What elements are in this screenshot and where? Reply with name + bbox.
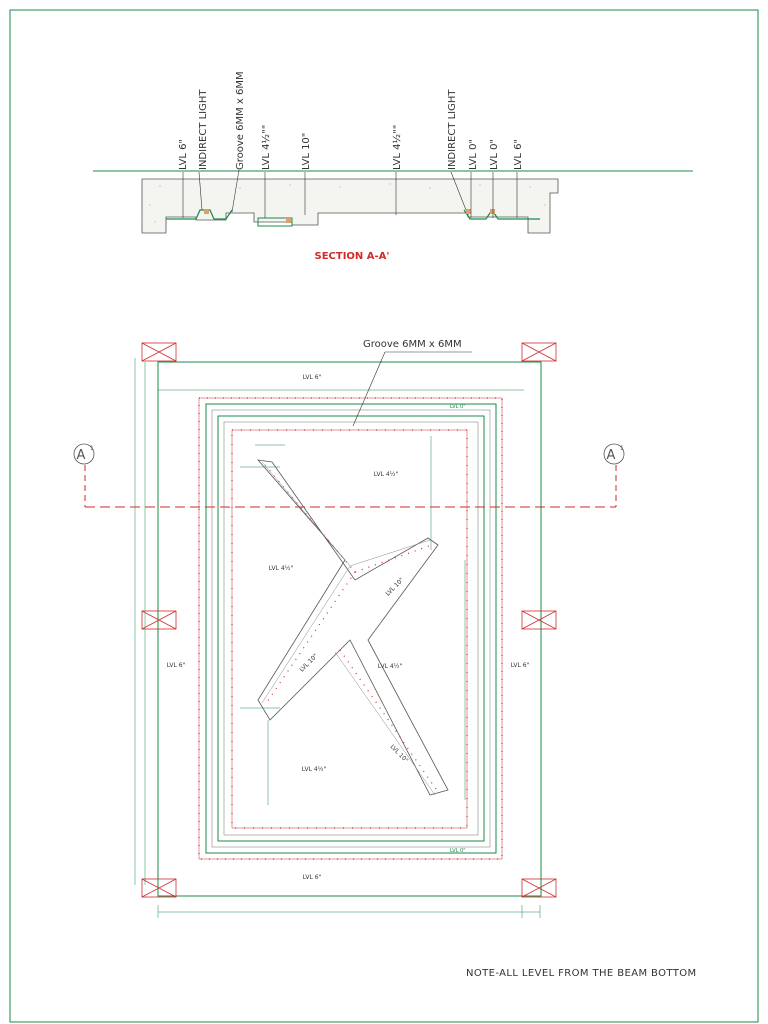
- plan-cove-inner-line: [231, 429, 468, 829]
- section-ceiling-right: [463, 208, 540, 220]
- section-marker-right: [603, 443, 625, 465]
- section-slab: [141, 178, 559, 234]
- diagonal-band-outline: [256, 459, 449, 796]
- lvl-inner-left: LVL 4½": [269, 565, 294, 572]
- groove-label: Groove 6MM x 6MM: [363, 339, 462, 350]
- section-label-2: Groove 6MM x 6MM: [235, 71, 246, 170]
- section-marker-right-letter: A: [607, 448, 616, 463]
- section-title: SECTION A-A': [315, 251, 390, 262]
- plan-frame-3: [217, 415, 485, 842]
- section-hatch: [149, 183, 546, 223]
- lvl-top: LVL 6": [303, 374, 322, 381]
- lvl-right: LVL 6": [511, 662, 530, 669]
- section-label-5: LVL 4½"": [391, 125, 403, 170]
- section-marker-left: [73, 443, 95, 465]
- lvl-inner-top-right: LVL 4½": [374, 471, 399, 478]
- section-light-mark-left: [204, 209, 209, 214]
- plan-cove-outer-line: [198, 397, 503, 860]
- groove-leader: [352, 351, 386, 427]
- plan-frame-1: [205, 403, 497, 854]
- dimension-lines: [134, 358, 541, 918]
- diagonal-band-red: [264, 464, 439, 793]
- lvl-inner-bottom: LVL 4½": [302, 766, 327, 773]
- section-leaders: [182, 169, 518, 218]
- section-marker-right-sub: 1: [620, 445, 624, 452]
- section-label-3: LVL 4½"": [260, 125, 272, 170]
- inner-dimensions: [240, 436, 466, 805]
- section-label-0: LVL 6": [178, 139, 189, 170]
- lvl-zero-top: LVL 0": [450, 404, 466, 410]
- section-label-9: LVL 6": [513, 139, 524, 170]
- section-light-mark-right2: [490, 209, 495, 214]
- level-note: NOTE-ALL LEVEL FROM THE BEAM BOTTOM: [466, 968, 697, 979]
- plan-view: A 1 A 1 Groove 6MM x 6MM LVL 6" LVL 6" L…: [73, 339, 625, 918]
- lvl-bottom: LVL 6": [303, 874, 322, 881]
- plan-frame-4: [223, 421, 479, 836]
- section-label-7: LVL 0": [468, 139, 479, 170]
- section-label-1: INDIRECT LIGHT: [198, 89, 209, 170]
- diagonal-band: [256, 459, 449, 796]
- lvl-zero-bottom: LVL 0": [450, 848, 466, 854]
- lvl-left: LVL 6": [167, 662, 186, 669]
- section-label-4: LVL 10": [301, 133, 312, 170]
- section-light-mark-mid: [286, 218, 291, 223]
- lvl-inner-center: LVL 4½": [378, 663, 403, 670]
- plan-frame-2: [211, 409, 491, 848]
- section-ceiling-left: [166, 209, 233, 220]
- section-marker-left-sub: 1: [90, 445, 94, 452]
- lvl-diag-upper: LVL 10": [384, 576, 405, 597]
- section-marker-left-letter: A: [77, 448, 86, 463]
- section-light-box: [257, 217, 293, 227]
- plan-cove-inner: [231, 429, 468, 829]
- section-light-mark-right: [466, 209, 471, 214]
- lvl-diag-lower: LVL 10": [298, 652, 319, 673]
- section-view: LVL 6" INDIRECT LIGHT Groove 6MM x 6MM L…: [93, 71, 693, 262]
- column-markers: [141, 342, 557, 898]
- diagonal-band-edge: [261, 461, 436, 796]
- section-label-6: INDIRECT LIGHT: [447, 89, 458, 170]
- sheet-border: [9, 9, 759, 1023]
- section-label-8: LVL 0": [489, 139, 500, 170]
